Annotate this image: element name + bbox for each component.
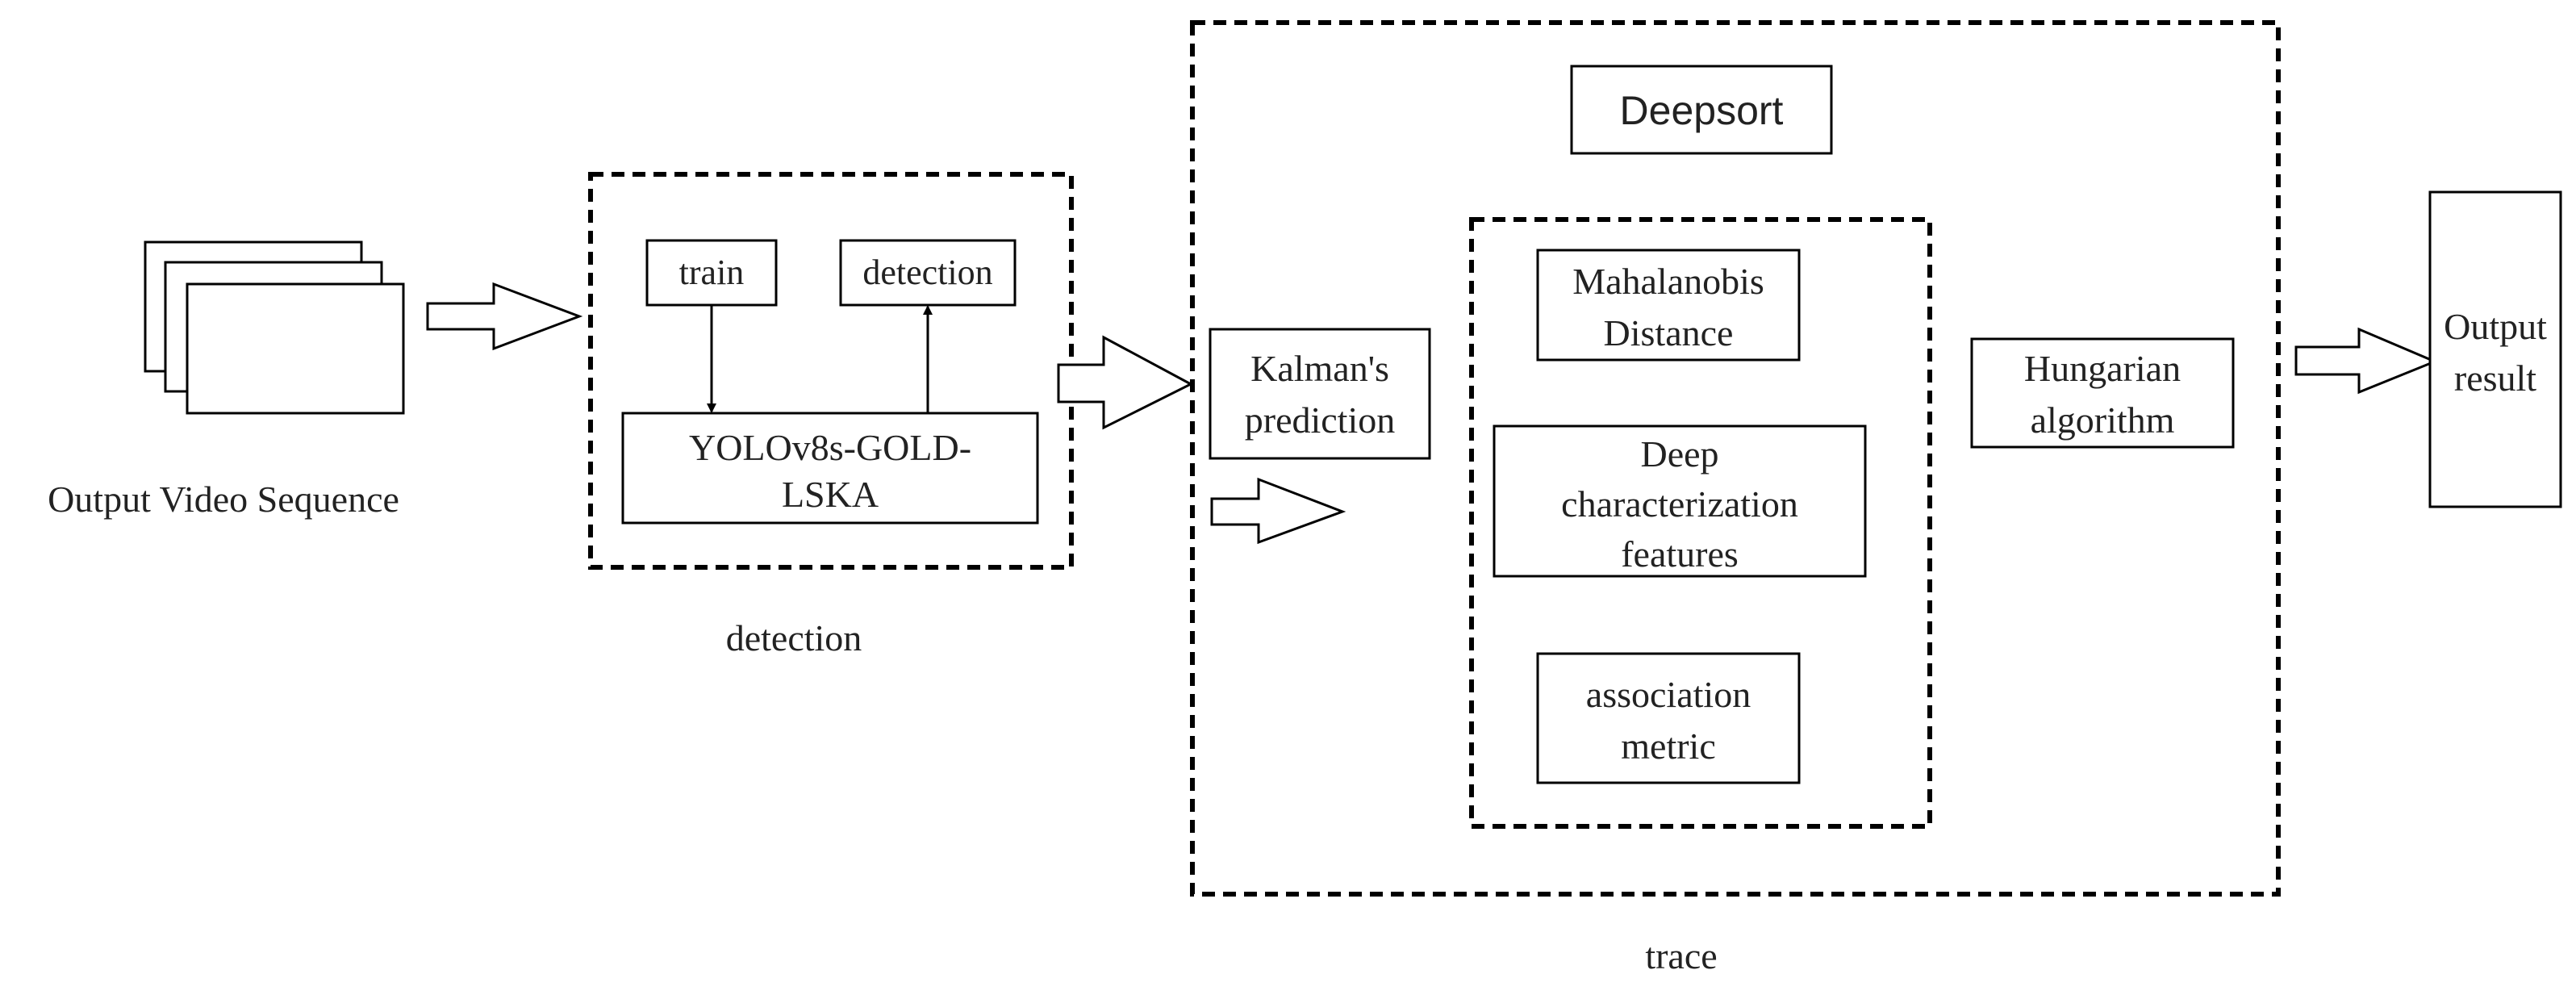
hungarian-label-line1: Hungarian — [2024, 348, 2181, 389]
association-box — [1536, 652, 1801, 784]
detection-label: detection — [862, 253, 992, 292]
hollow-arrow-1 — [426, 282, 583, 351]
video-frames-icon — [144, 240, 405, 415]
deepsort-box — [1570, 65, 1833, 155]
association-label-line2: metric — [1621, 725, 1716, 767]
detection-caption: detection — [726, 617, 862, 658]
kalman-label-line1: Kalman's — [1250, 348, 1389, 389]
train-label: train — [679, 253, 745, 292]
trace-caption: trace — [1645, 935, 1717, 976]
output-label-line2: result — [2454, 357, 2536, 399]
output-box — [2428, 190, 2562, 508]
metric-group — [1469, 217, 1932, 829]
hungarian-box — [1970, 337, 2235, 449]
input-label: Output Video Sequence — [48, 479, 399, 520]
model-label-line2: LSKA — [782, 474, 879, 515]
mahalanobis-label-line1: Mahalanobis — [1572, 261, 1764, 302]
deep-features-box — [1493, 424, 1867, 578]
deepsort-title: Deepsort — [1620, 88, 1784, 133]
hollow-arrow-3 — [1210, 477, 1346, 545]
deep-features-line2: characterization — [1561, 483, 1798, 525]
kalman-label-line2: prediction — [1245, 399, 1396, 441]
mahalanobis-box — [1536, 249, 1801, 362]
hollow-arrow-2 — [1057, 335, 1194, 430]
deep-features-line3: features — [1621, 533, 1739, 575]
trace-group — [1190, 20, 2281, 897]
kalman-box — [1209, 328, 1431, 460]
hollow-arrow-4 — [2294, 327, 2438, 395]
model-label-line1: YOLOv8s-GOLD- — [689, 427, 971, 468]
output-label-line1: Output — [2444, 306, 2547, 347]
association-label-line1: association — [1586, 674, 1751, 715]
deep-features-line1: Deep — [1640, 433, 1718, 475]
hungarian-label-line2: algorithm — [2031, 399, 2175, 441]
mahalanobis-label-line2: Distance — [1604, 312, 1734, 353]
model-box — [621, 412, 1039, 525]
